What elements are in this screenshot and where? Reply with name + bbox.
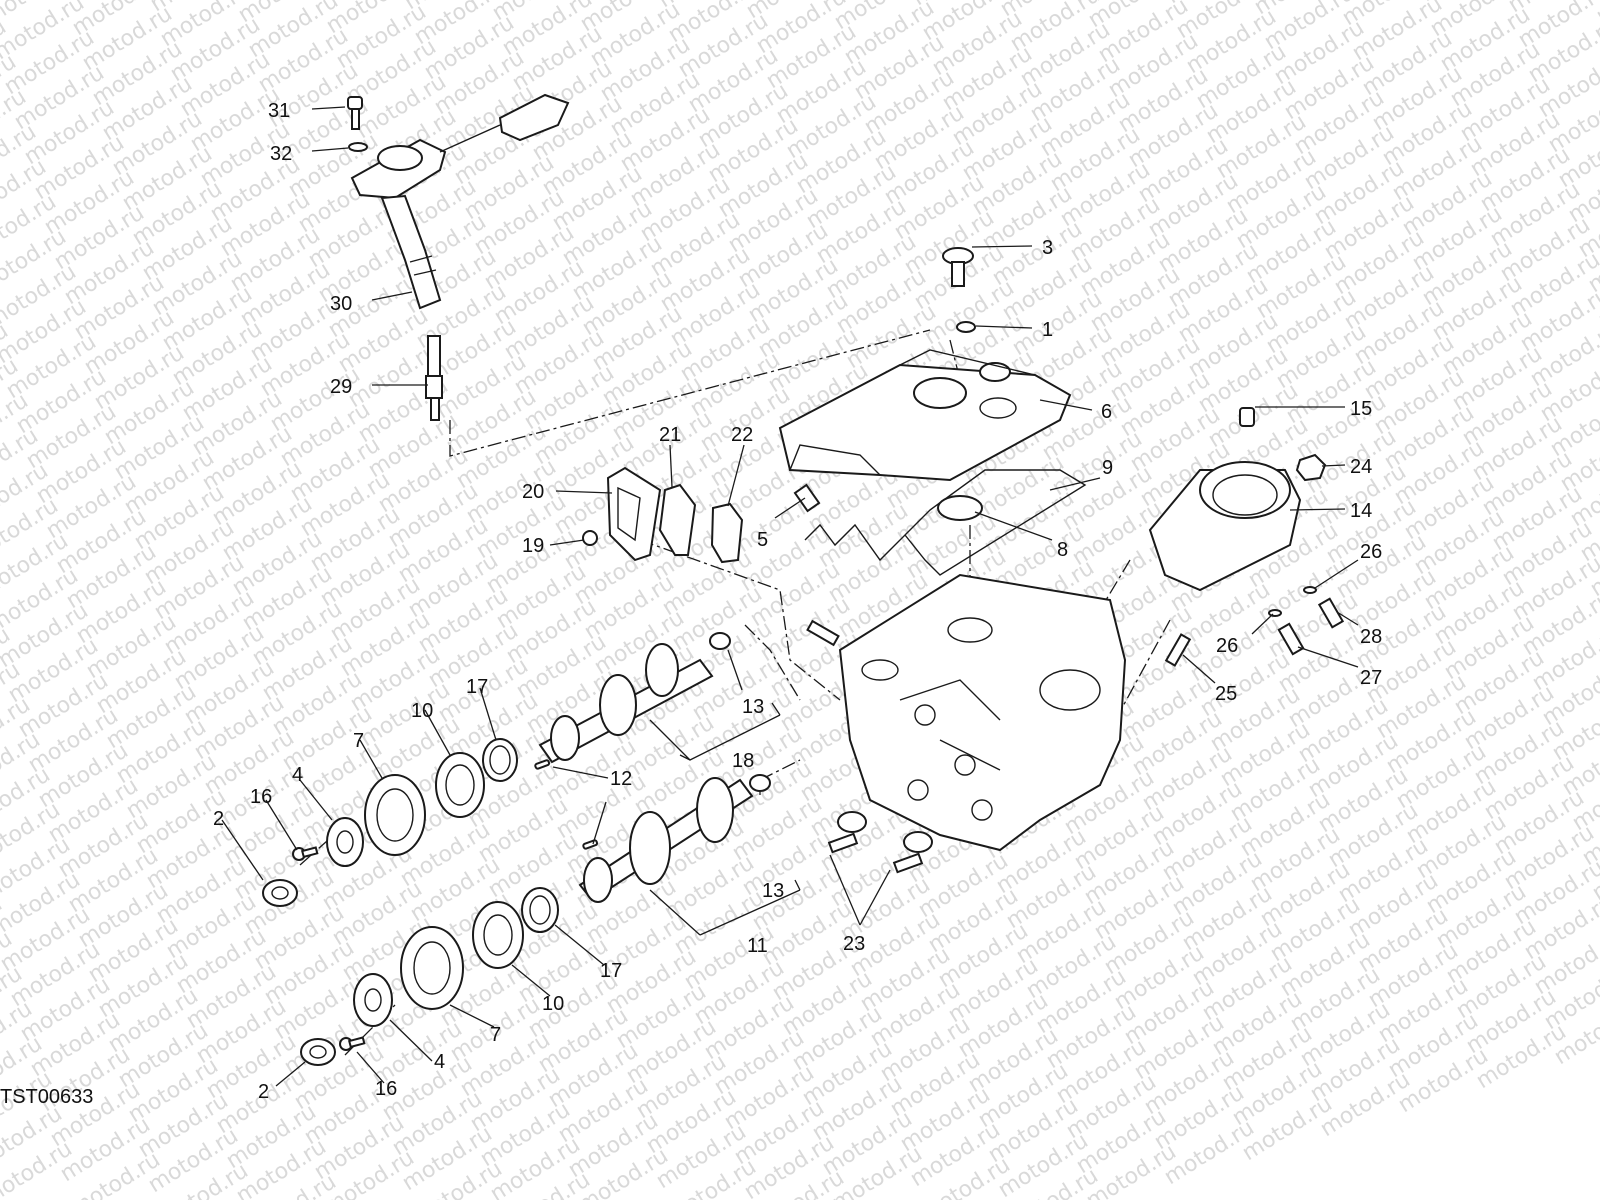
seal-17a: [482, 738, 518, 782]
callout-26a: 26: [1360, 541, 1382, 563]
callout-labels: 31 32 30 29 3 1 6 15 24 14 9 8 5 21 22 2…: [213, 100, 1382, 1103]
upper-camshaft: [538, 632, 731, 764]
callout-25: 25: [1215, 683, 1237, 705]
callout-27: 27: [1360, 667, 1382, 689]
callout-14: 14: [1350, 500, 1372, 522]
callout-13b: 13: [762, 880, 784, 902]
intake-flange: [1148, 461, 1302, 592]
flange-nut: [1295, 453, 1327, 482]
callout-29: 29: [330, 376, 352, 398]
callout-10a: 10: [411, 700, 433, 722]
callout-20: 20: [522, 481, 544, 503]
callout-3: 3: [1042, 237, 1053, 259]
callout-5: 5: [757, 529, 768, 551]
callout-7b: 7: [490, 1024, 501, 1046]
washer-26a: [1303, 586, 1317, 594]
callout-19: 19: [522, 535, 544, 557]
pin-23b: [892, 831, 933, 874]
pulley-7b: [400, 926, 464, 1010]
lower-camshaft: [578, 774, 771, 903]
bearing-10a: [435, 752, 485, 818]
plug-seal: [937, 495, 983, 521]
callout-4a: 4: [292, 764, 303, 786]
callout-30: 30: [330, 293, 352, 315]
callout-2a: 2: [213, 808, 224, 830]
callout-23: 23: [843, 933, 865, 955]
nut-2b: [300, 1038, 336, 1066]
callout-17b: 17: [600, 960, 622, 982]
bracket-18: [649, 702, 781, 761]
head-cover: [778, 349, 1072, 482]
callout-7a: 7: [353, 730, 364, 752]
callout-21: 21: [659, 424, 681, 446]
pulley-7a: [364, 774, 426, 856]
sensor-27: [1277, 622, 1305, 656]
diagram-code: TST00633: [0, 1086, 93, 1108]
breather-cover: [606, 466, 662, 562]
flange-screw: [1239, 407, 1255, 427]
cover-washer: [956, 321, 976, 333]
cylinder-head: [838, 573, 1127, 852]
callout-24: 24: [1350, 456, 1372, 478]
screw-16a: [292, 846, 319, 861]
callout-4b: 4: [434, 1051, 445, 1073]
callout-6: 6: [1101, 401, 1112, 423]
callout-28: 28: [1360, 626, 1382, 648]
callout-26b: 26: [1216, 635, 1238, 657]
pin-23a: [827, 811, 867, 854]
cover-bolt: [942, 247, 974, 287]
stud-25: [1164, 633, 1192, 667]
watermark-text: motod.ru: [1592, 0, 1600, 29]
ignition-coil: [350, 93, 570, 310]
callout-22: 22: [731, 424, 753, 446]
drawing: 31 32 30 29 3 1 6 15 24 14 9 8 5 21 22 2…: [0, 93, 1382, 1108]
callout-16b: 16: [375, 1078, 397, 1100]
callout-13a: 13: [742, 696, 764, 718]
sensor-28: [1317, 597, 1345, 629]
callout-31: 31: [268, 100, 290, 122]
plate-4a: [326, 817, 364, 867]
callout-18: 18: [732, 750, 754, 772]
breather-plate: [710, 502, 744, 564]
spark-plug: [425, 335, 443, 421]
callout-8: 8: [1057, 539, 1068, 561]
callout-32: 32: [270, 143, 292, 165]
cover-stud: [793, 483, 821, 513]
callout-16a: 16: [250, 786, 272, 808]
callout-11: 11: [747, 935, 768, 957]
callout-12: 12: [610, 768, 632, 790]
cover-gasket: [804, 469, 1087, 576]
seal-17b: [521, 887, 559, 933]
stud-small: [806, 619, 840, 647]
screw-16b: [339, 1036, 366, 1051]
bracket-11: [649, 879, 801, 936]
plate-4b: [353, 973, 393, 1027]
coil-screw: [347, 96, 363, 130]
callout-10b: 10: [542, 993, 564, 1015]
callout-2b: 2: [258, 1081, 269, 1103]
dowel-12a: [534, 759, 551, 770]
callout-1: 1: [1042, 319, 1053, 341]
coil-washer: [348, 142, 368, 152]
callout-15: 15: [1350, 398, 1372, 420]
callout-9: 9: [1102, 457, 1113, 479]
cover-screw-19: [582, 530, 598, 546]
washer-26b: [1268, 609, 1282, 617]
bearing-10b: [472, 901, 524, 969]
nut-2a: [262, 879, 298, 907]
leader-lines: [221, 106, 1359, 1087]
breather-gasket: [658, 483, 697, 556]
callout-17a: 17: [466, 676, 488, 698]
